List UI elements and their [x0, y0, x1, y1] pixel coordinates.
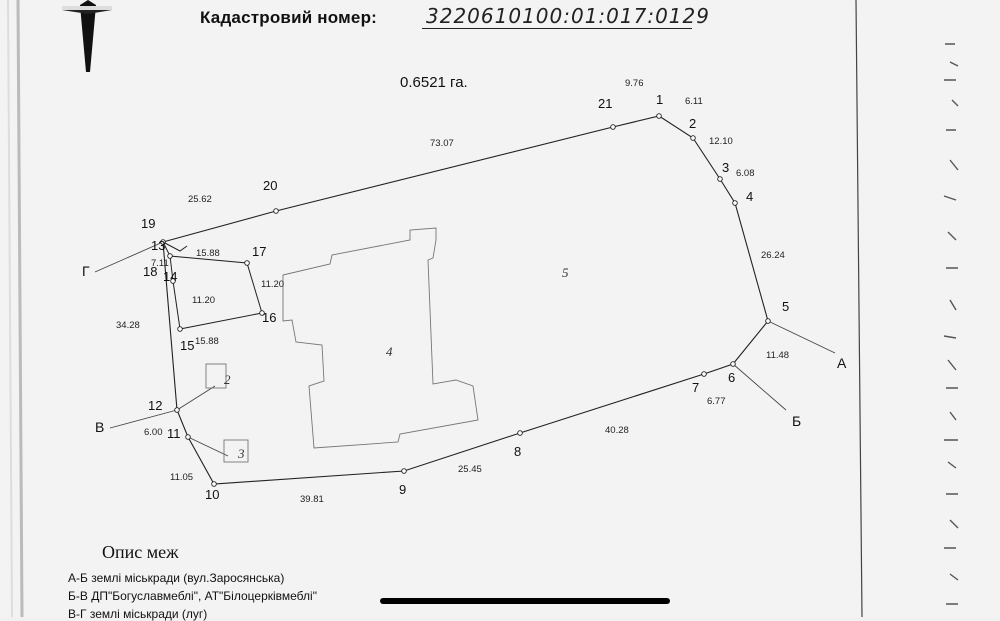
point-label-15: 15 [180, 338, 194, 353]
boundary-letter-g: Г [82, 263, 90, 279]
cadastral-number-value: 3220610100:01:017:0129 [422, 4, 709, 29]
point-label-1: 1 [656, 92, 663, 107]
distance-9-10: 39.81 [300, 494, 324, 505]
frame-line-right [855, 0, 863, 617]
point-label-21: 21 [598, 96, 612, 111]
point-label-11: 11 [167, 426, 181, 441]
distance-15-16: 15.88 [195, 336, 219, 347]
distance-13-20: 25.62 [188, 194, 212, 205]
boundary-letter-b: Б [792, 413, 801, 429]
distance-4-5: 26.24 [761, 250, 785, 261]
boundary-letter-a: А [837, 355, 847, 371]
distance-12-18: 34.28 [116, 320, 140, 331]
point-label-2: 2 [689, 116, 696, 131]
point-label-6: 6 [728, 370, 735, 385]
scan-edge-left-2 [7, 0, 13, 617]
building-outlines [205, 227, 479, 463]
distance-1-2: 6.11 [685, 96, 703, 107]
boundary-description-title: Опис меж [102, 542, 179, 562]
boundary-vertices [160, 113, 771, 487]
boundary-description-line-3: В-Г землі міськради (луг) [68, 607, 208, 621]
cadastral-number-label: Кадастровий номер: [200, 8, 378, 27]
point-label-16: 16 [262, 310, 276, 325]
distance-10-11: 11.05 [170, 472, 193, 483]
boundary-description-line-2: Б-В ДП"Богуславмеблі", АТ"Білоцерківмебл… [68, 589, 317, 603]
point-label-8: 8 [514, 444, 521, 459]
distance-13-14: 7.11 [151, 258, 169, 269]
point-label-7: 7 [692, 380, 699, 395]
point-label-14: 14 [163, 269, 177, 284]
distance-3-4: 6.08 [736, 168, 755, 179]
point-label-10: 10 [205, 487, 219, 502]
distance-5-6: 11.48 [766, 350, 789, 361]
point-label-9: 9 [399, 482, 406, 497]
boundary-description-line-1: А-Б землі міськради (вул.Заросянська) [68, 571, 285, 585]
point-label-19: 19 [141, 216, 155, 231]
inner-plot-corner [162, 241, 188, 252]
building-label-2: 2 [224, 372, 231, 387]
parcel-boundary [162, 115, 769, 485]
building-label-5: 5 [562, 265, 569, 280]
point-label-17: 17 [252, 244, 266, 259]
parcel-area: 0.6521 га. [400, 74, 468, 91]
point-label-20: 20 [263, 178, 277, 193]
boundary-letter-v: В [95, 419, 104, 435]
distance-8-9: 25.45 [458, 464, 482, 475]
point-label-13: 13 [151, 238, 165, 253]
distance-6-7: 6.77 [707, 396, 726, 407]
scan-edge-left [16, 0, 24, 617]
distance-14-15: 11.20 [192, 295, 215, 306]
home-indicator-bar[interactable] [380, 598, 670, 604]
distance-17-16: 11.20 [261, 279, 284, 290]
building-label-3: 3 [237, 446, 245, 461]
distance-2-3: 12.10 [709, 136, 733, 147]
building-label-4: 4 [386, 344, 393, 359]
distance-7-8: 40.28 [605, 425, 629, 436]
point-label-18: 18 [143, 264, 157, 279]
distance-13-17: 15.88 [196, 248, 220, 259]
point-label-4: 4 [746, 189, 753, 204]
distance-20-21: 73.07 [430, 138, 454, 149]
distance-21-1: 9.76 [625, 78, 644, 89]
point-label-12: 12 [148, 398, 162, 413]
boundary-rays [94, 241, 836, 457]
right-margin-marks [943, 43, 959, 605]
point-label-3: 3 [722, 160, 729, 175]
point-label-5: 5 [782, 299, 789, 314]
distance-11-12: 6.00 [144, 427, 163, 438]
north-arrow-icon [62, 0, 112, 72]
